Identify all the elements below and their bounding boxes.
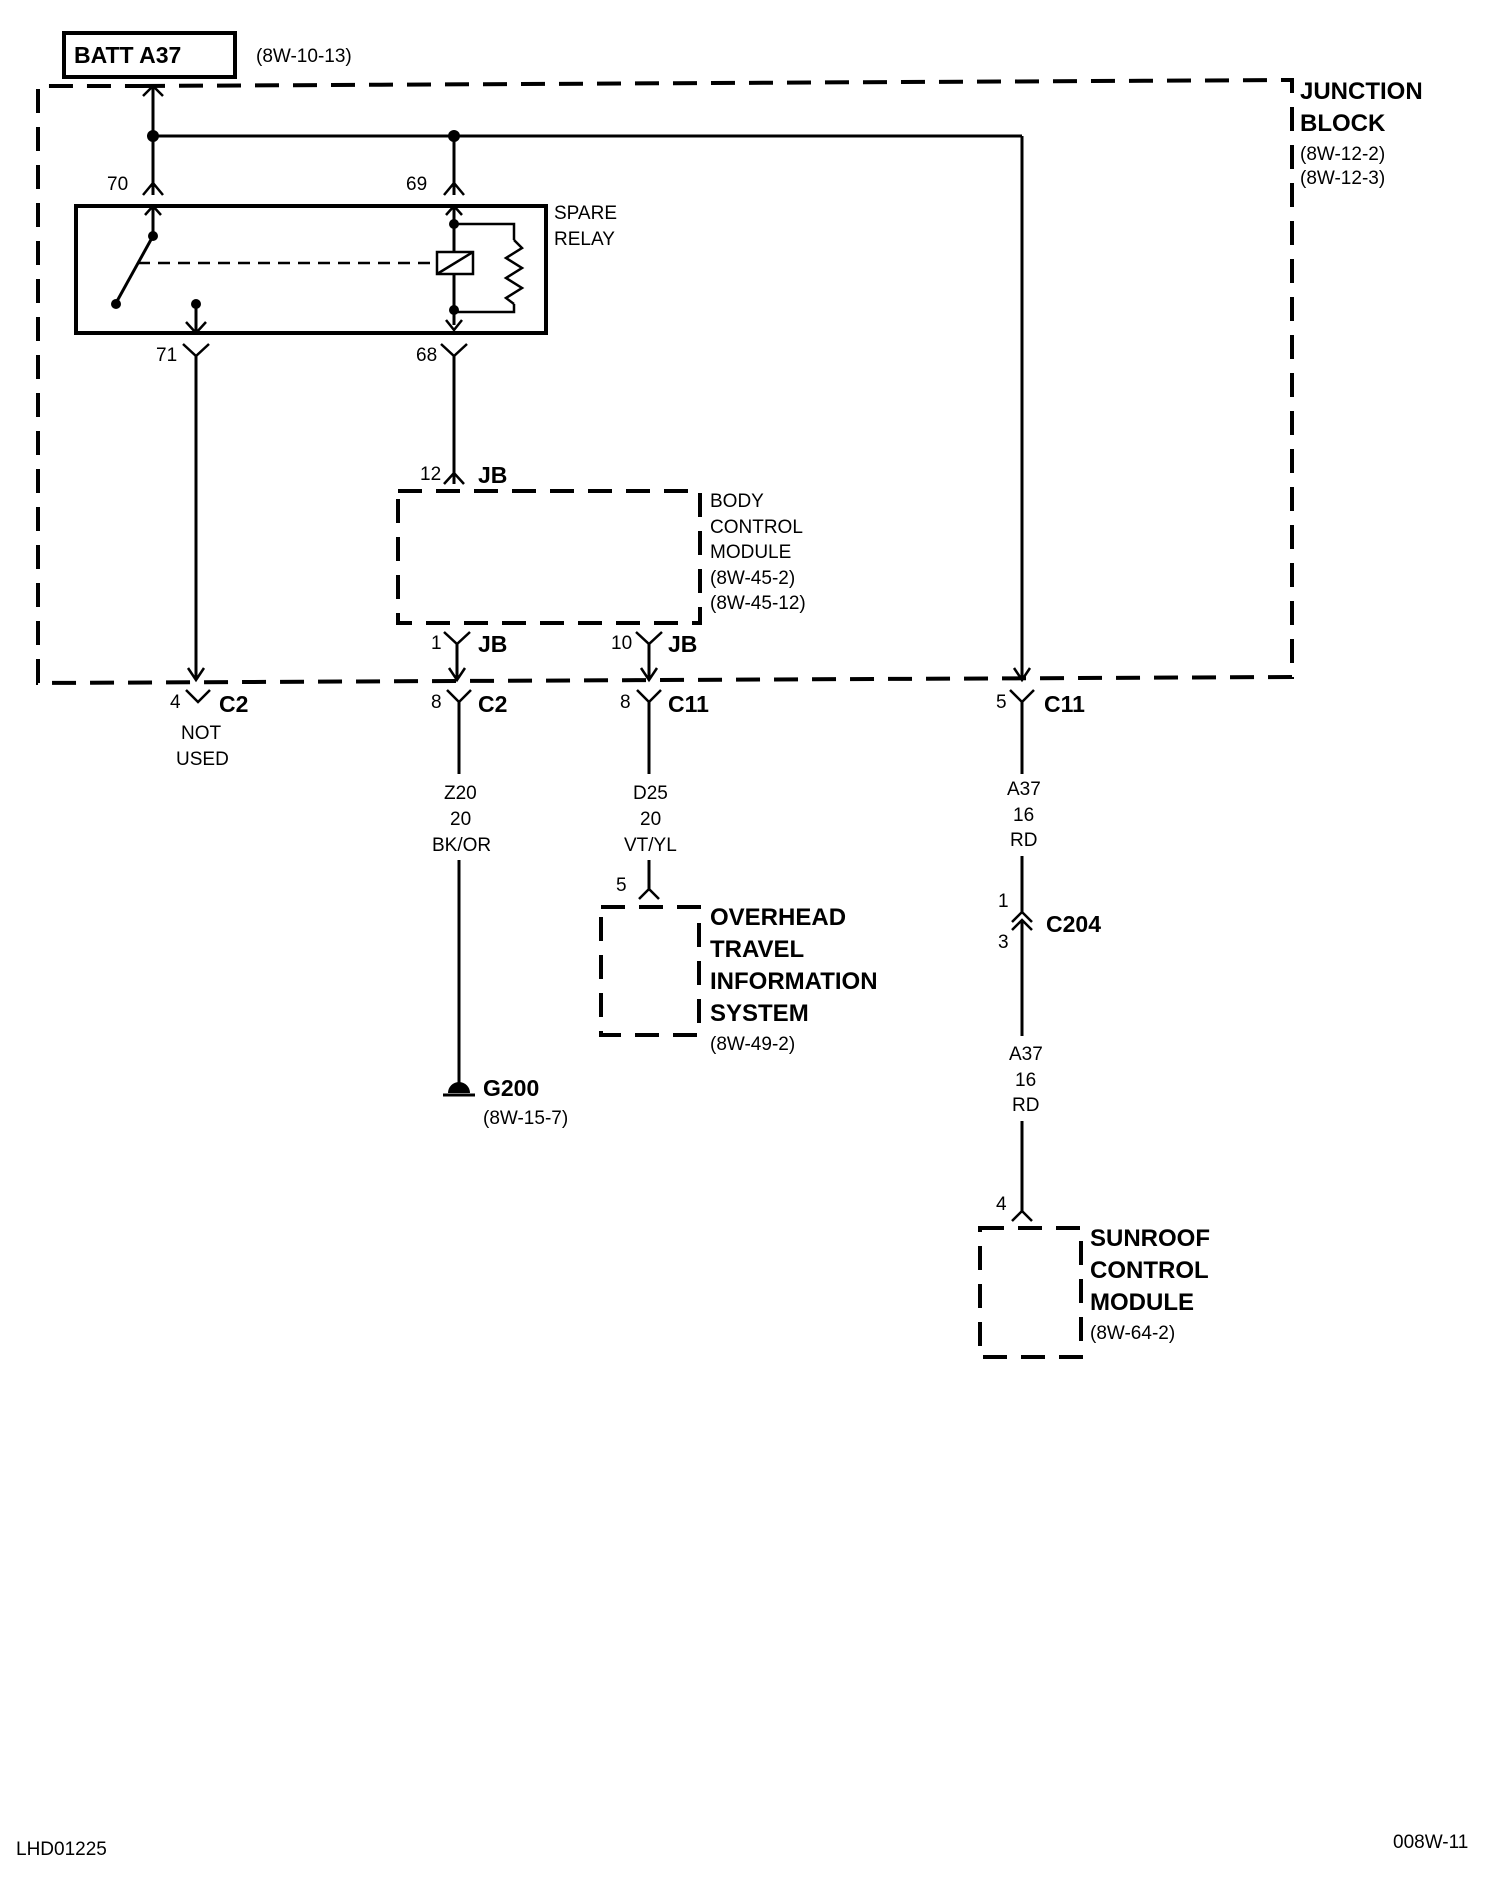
overhead-pin: 5 <box>616 875 627 896</box>
d25-circuit: D25 <box>633 783 668 804</box>
footer-page-number: 008W-11 <box>1393 1832 1468 1853</box>
bcm-label-2: CONTROL <box>710 517 803 538</box>
bcm-pin12-conn: JB <box>478 462 507 488</box>
z20-gauge: 20 <box>450 809 471 830</box>
c204-pin-top: 1 <box>998 891 1009 912</box>
sunroof-pin: 4 <box>996 1194 1007 1215</box>
c204-name: C204 <box>1046 911 1101 937</box>
bcm-label-3: MODULE <box>710 542 791 563</box>
footer-drawing-id: LHD01225 <box>16 1839 107 1860</box>
junction-block-ref-1: (8W-12-2) <box>1300 144 1385 165</box>
c204-pin-bottom: 3 <box>998 932 1009 953</box>
battery-source-box <box>62 31 237 79</box>
d25-gauge: 20 <box>640 809 661 830</box>
a37-upper-circuit: A37 <box>1007 779 1041 800</box>
bcm-pin10-conn: JB <box>668 631 697 657</box>
pin69-connector <box>443 181 465 196</box>
relay-switch-arm <box>114 235 155 304</box>
bcm-label-1: BODY <box>710 491 764 512</box>
overhead-label-3: INFORMATION <box>710 968 878 995</box>
bcm-ref-2: (8W-45-12) <box>710 593 806 614</box>
c2-connector <box>446 689 472 704</box>
z20-circuit: Z20 <box>444 783 477 804</box>
not-used-label-1: NOT <box>181 723 222 744</box>
bcm-pin12-label: 12 <box>420 464 441 485</box>
relay-pin70-label: 70 <box>107 174 128 195</box>
spare-relay-label-2: RELAY <box>554 229 615 250</box>
body-control-module-box <box>396 489 702 625</box>
c11-right-connector <box>1009 689 1035 704</box>
overhead-pin5-connector <box>638 887 660 900</box>
c2-name: C2 <box>478 691 507 717</box>
bcm-pin10-label: 10 <box>611 633 632 654</box>
bcm-pin12-connector <box>443 471 465 485</box>
sunroof-label-2: CONTROL <box>1090 1257 1209 1284</box>
junction-block-title-2: BLOCK <box>1300 110 1386 137</box>
sunroof-control-module-box <box>978 1226 1083 1359</box>
pin70-connector <box>142 181 164 196</box>
bcm-pin1-conn: JB <box>478 631 507 657</box>
overhead-travel-info-box <box>599 905 701 1037</box>
c11-connector <box>636 689 662 704</box>
relay-pin69-label: 69 <box>406 174 427 195</box>
battery-input-arrow <box>142 84 164 97</box>
relay-resistor <box>503 239 525 305</box>
bcm-ref-1: (8W-45-2) <box>710 568 795 589</box>
c11-name: C11 <box>668 691 709 717</box>
z20-color: BK/OR <box>432 835 491 856</box>
d25-color: VT/YL <box>624 835 677 856</box>
not-used-label-2: USED <box>176 749 229 770</box>
relay-pin68-label: 68 <box>416 345 437 366</box>
ground-symbol <box>448 1082 470 1093</box>
c11-pin: 8 <box>620 692 631 713</box>
c2-notused-name: C2 <box>219 691 248 717</box>
g200-name: G200 <box>483 1075 539 1101</box>
sunroof-pin4-connector <box>1011 1209 1033 1222</box>
switch-contact <box>111 299 121 309</box>
junction-block-outline <box>36 77 1294 686</box>
c204-connector <box>1011 910 1033 923</box>
overhead-label-4: SYSTEM <box>710 1000 809 1027</box>
sunroof-label-1: SUNROOF <box>1090 1225 1210 1252</box>
a37-upper-gauge: 16 <box>1013 805 1034 826</box>
spare-relay-box <box>74 204 548 335</box>
c2-connector-notused <box>185 689 211 704</box>
overhead-ref: (8W-49-2) <box>710 1034 795 1055</box>
a37-lower-circuit: A37 <box>1009 1044 1043 1065</box>
sunroof-label-3: MODULE <box>1090 1289 1194 1316</box>
spare-relay-label-1: SPARE <box>554 203 617 224</box>
overhead-label-1: OVERHEAD <box>710 904 846 931</box>
g200-ref: (8W-15-7) <box>483 1108 568 1129</box>
junction-block-title-1: JUNCTION <box>1300 78 1423 105</box>
overhead-label-2: TRAVEL <box>710 936 804 963</box>
pin71-connector <box>182 343 210 358</box>
c2-notused-pin: 4 <box>170 692 181 713</box>
bcm-pin1-label: 1 <box>431 633 442 654</box>
c2-pin: 8 <box>431 692 442 713</box>
a37-lower-color: RD <box>1012 1095 1039 1116</box>
pin68-connector <box>440 343 468 358</box>
a37-lower-gauge: 16 <box>1015 1070 1036 1091</box>
c11-right-pin: 5 <box>996 692 1007 713</box>
relay-pin71-label: 71 <box>156 345 177 366</box>
a37-upper-color: RD <box>1010 830 1037 851</box>
battery-source-ref: (8W-10-13) <box>256 46 352 67</box>
junction-block-ref-2: (8W-12-3) <box>1300 168 1385 189</box>
sunroof-ref: (8W-64-2) <box>1090 1323 1175 1344</box>
c11-right-name: C11 <box>1044 691 1085 717</box>
battery-source-label: BATT A37 <box>74 42 181 68</box>
